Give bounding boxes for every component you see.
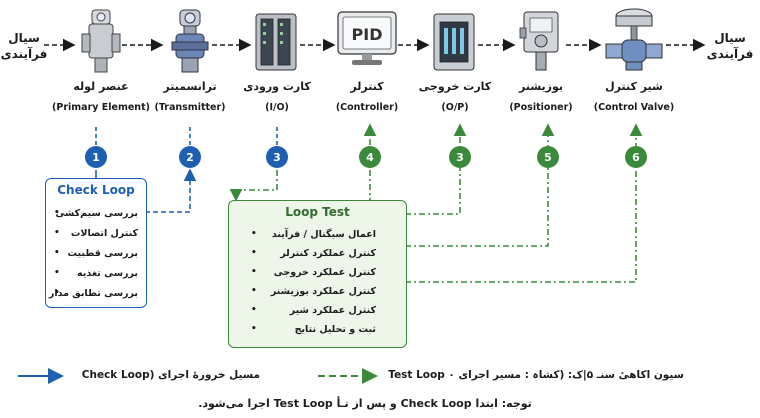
check-loop-title: Check Loop [57, 183, 135, 197]
legend-check-loop: مسیل خرورۀ اجرای (Check Loop [81, 369, 260, 381]
check-loop-lines [95, 125, 278, 213]
stage-5-subtitle: (O/P) [441, 102, 469, 113]
test-line-7 [405, 123, 643, 283]
flow-label-right: سیال فرآیندی [706, 31, 754, 61]
stage-7-title: شیر کنترل [605, 80, 663, 93]
loop-test-item: کنترل عملکرد خروجی [273, 267, 376, 278]
stage-3-subtitle: (I/O) [265, 102, 289, 113]
check-loop-item: بررسی سیم‌کشی [55, 208, 138, 219]
loop-test-bullet: • [251, 267, 257, 277]
check-loop-bullet: • [54, 228, 60, 238]
loop-test-item: ثبت و تحلیل نتایج [294, 324, 376, 335]
stage-3-title: کارت ورودی [243, 80, 311, 93]
check-loop-box: Check Loop بررسی سیم‌کشی • کنترل اتصالات… [45, 178, 147, 308]
footer-note: توجه: ابتدا Check Loop و پس از تـأ Test … [198, 397, 532, 410]
loop-test-bullet: • [251, 248, 257, 258]
stage-4-title: کنترلر [350, 80, 384, 93]
stage-5-title: کارت خروجی [418, 80, 492, 93]
stage-6-title: بوزیشنر [518, 80, 564, 93]
check-loop-bullet: • [54, 288, 60, 298]
stage-6-subtitle: (Positioner) [509, 102, 573, 113]
loop-test-bullet: • [251, 229, 257, 239]
controller-pid-icon: PID [337, 11, 397, 65]
primary-element-icon [81, 9, 121, 73]
check-loop-bullet: • [54, 208, 60, 218]
stage-2-subtitle: (Transmitter) [154, 102, 226, 113]
legend-test-loop: سیون اکاهیٔ سنـ ۵|ک: (کشاہ : مسیر اجرای … [388, 369, 684, 381]
pid-screen-text: PID [352, 25, 383, 44]
transmitter-icon [171, 9, 209, 73]
stage-4-subtitle: (Controller) [335, 102, 399, 113]
loop-test-bullet: • [251, 305, 257, 315]
check-loop-item: بررسی تغذیه [77, 268, 138, 279]
positioner-icon [519, 11, 559, 71]
test-line-6 [405, 123, 555, 247]
check-loop-item: بررسی قطبیت [67, 248, 139, 259]
check-line-2 [145, 168, 197, 213]
loop-test-item: اعمال سیگنال / فرآیند [271, 229, 376, 240]
control-valve-icon [605, 8, 663, 71]
check-loop-item: بررسی تطابق مدار [48, 288, 138, 299]
flow-label-left: سیال فرآیندی [0, 31, 48, 61]
stage-1-subtitle: (Primary Element) [52, 102, 150, 113]
loop-test-bullet: • [251, 286, 257, 296]
loop-test-title: Loop Test [285, 205, 350, 219]
loop-test-bullet: • [251, 324, 257, 334]
stage-7-subtitle: (Control Valve) [593, 102, 675, 113]
loop-test-box: Loop Test اعمال سیگنال / فرآیند • کنترل … [228, 200, 407, 348]
loop-test-item: کنترل عملکرد شیر [289, 305, 376, 316]
check-loop-bullet: • [54, 268, 60, 278]
test-line-3 [229, 170, 278, 202]
io-card-icon [255, 13, 297, 71]
check-loop-bullet: • [54, 248, 60, 258]
check-loop-item: کنترل اتصالات [70, 228, 138, 239]
loop-test-item: کنترل عملکرد بوزیشنر [270, 286, 376, 297]
stage-1-title: عنصر لوله [73, 80, 129, 93]
stage-2-title: ترانسمیتر [163, 80, 217, 93]
output-card-icon [433, 13, 475, 71]
loop-test-item: کنترل عملکرد کنترلر [280, 248, 376, 259]
test-line-5 [405, 123, 467, 215]
